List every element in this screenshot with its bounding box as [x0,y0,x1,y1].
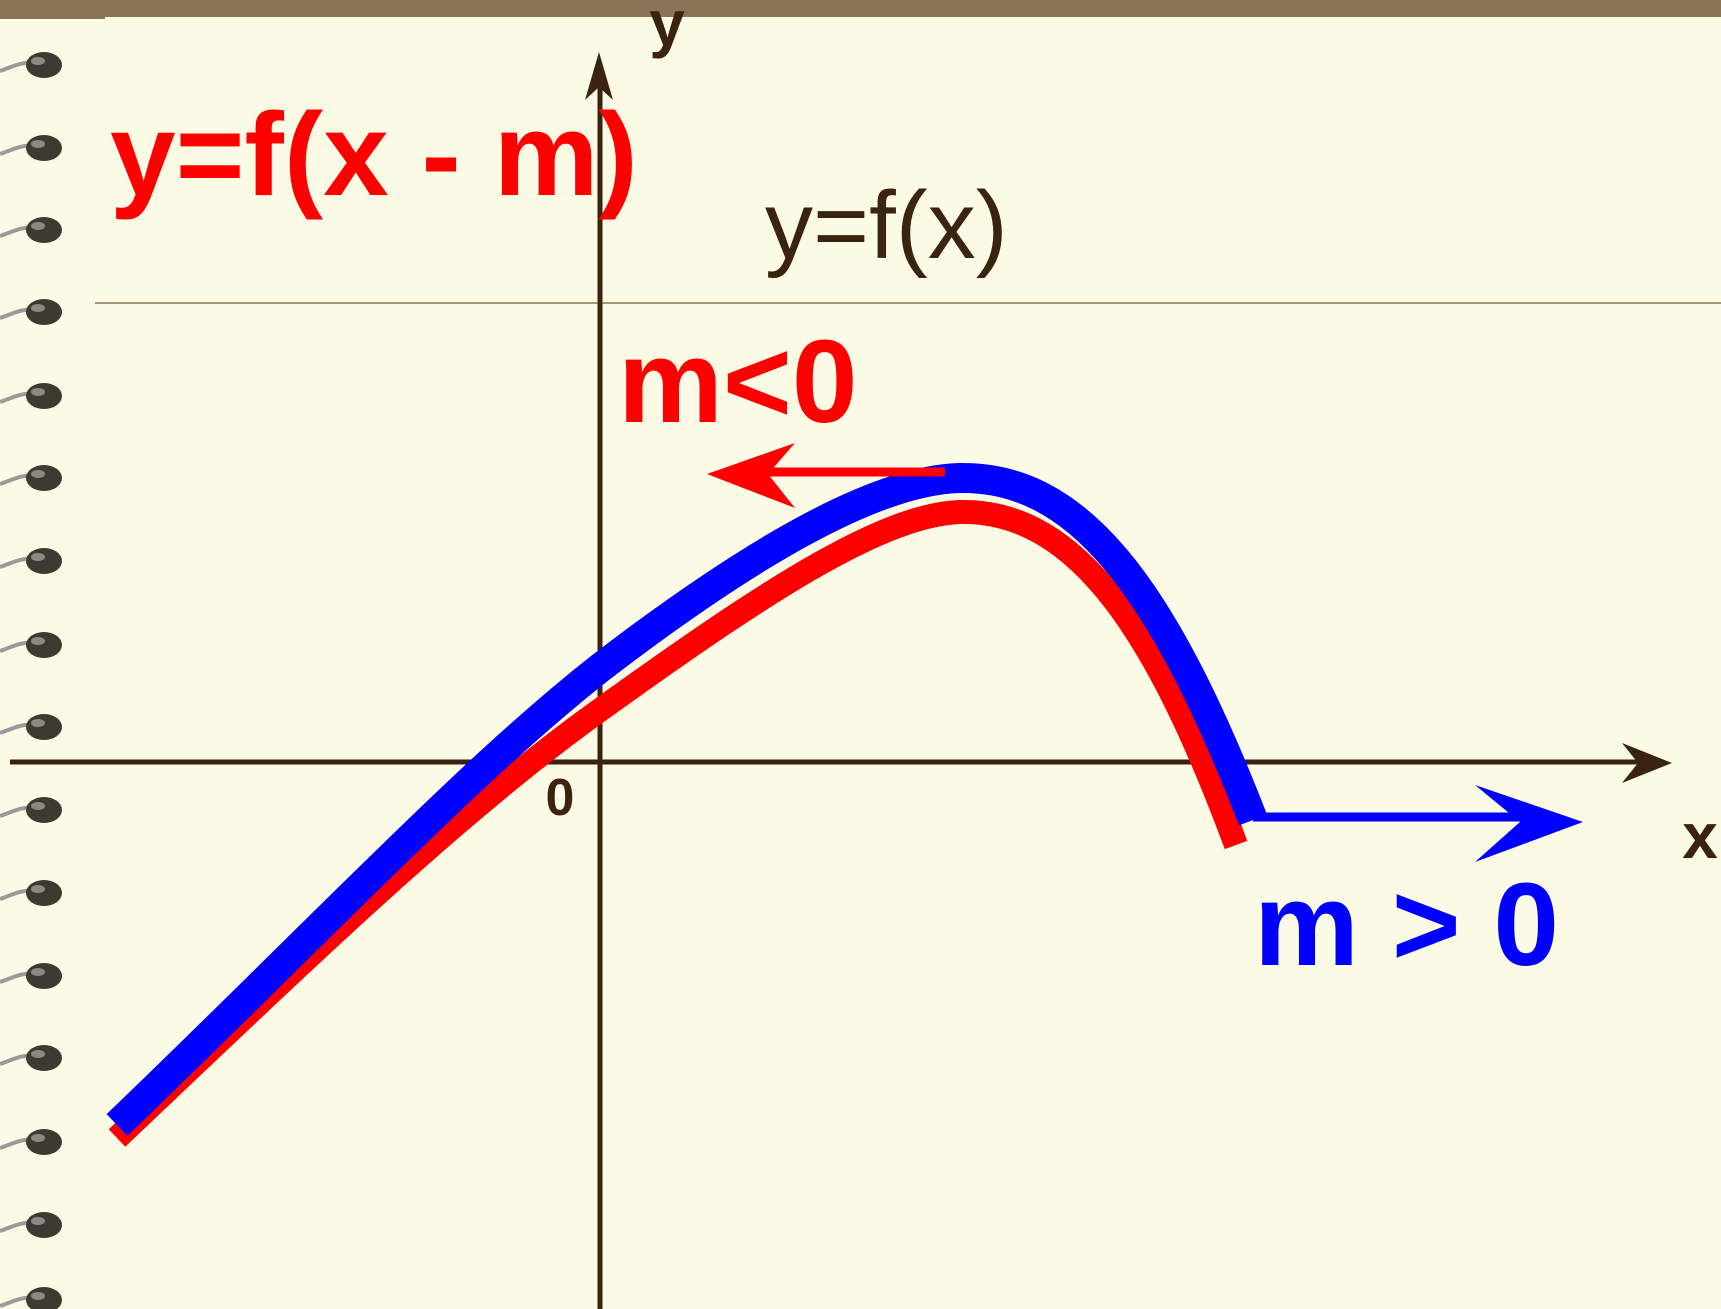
spiral-binding-ring-icon [0,880,62,906]
spiral-binding-ring-icon [0,299,62,325]
x-axis-label: x [1682,800,1718,872]
spiral-binding-ring-icon [0,465,62,491]
spiral-binding-ring-icon [0,1129,62,1155]
shift-left-label: m<0 [618,316,857,448]
spiral-binding-ring-icon [0,963,62,989]
spiral-binding-ring-icon [0,632,62,658]
arrow-right-icon [1253,785,1583,862]
spiral-binding-ring-icon [0,217,62,243]
spiral-binding-ring-icon [0,383,62,409]
spiral-binding-ring-icon [0,797,62,823]
shift-right-label: m > 0 [1254,859,1559,991]
title-shifted-function: y=f(x - m) [110,89,638,221]
origin-label: 0 [546,769,575,827]
spiral-binding-ring-icon [0,1212,62,1238]
spiral-binding-ring-icon [0,548,62,574]
y-axis-label: y [649,0,685,59]
spiral-binding [0,52,62,1309]
spiral-binding-ring-icon [0,135,62,161]
title-original-function: y=f(x) [765,172,1008,279]
spiral-binding-ring-icon [0,1045,62,1071]
spiral-binding-ring-icon [0,1287,62,1309]
spiral-binding-ring-icon [0,52,62,78]
spiral-binding-ring-icon [0,714,62,740]
x-axis [10,743,1672,783]
